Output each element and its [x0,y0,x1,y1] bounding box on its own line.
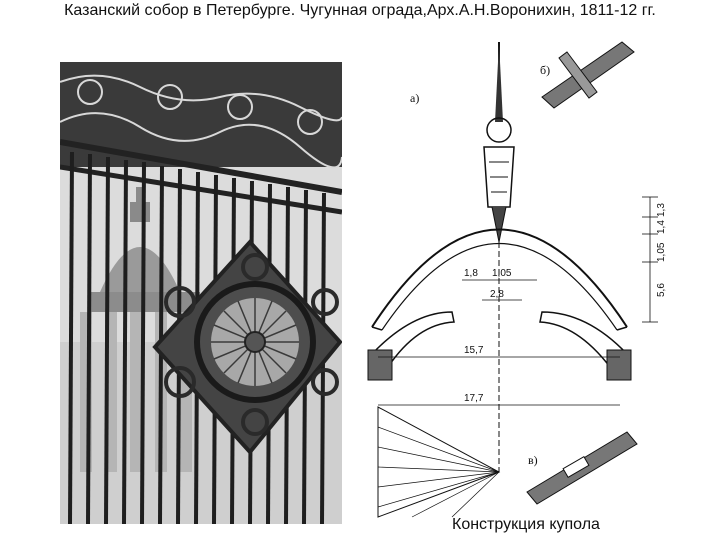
dim-1-05: 1,05 [492,268,512,279]
dome-construction-drawing: а) б) в) 1,8 1,05 2,8 15,7 17,7 1,3 1,4 … [352,22,720,532]
dim-2-8: 2,8 [490,289,504,300]
label-v: в) [528,453,538,467]
fence-photo-graphic [60,62,342,524]
label-a: а) [410,91,419,105]
drawing-caption: Конструкция купола [452,516,600,533]
slide-title: Казанский собор в Петербурге. Чугунная о… [64,2,656,19]
dim-17-7: 17,7 [464,393,484,404]
label-b: б) [540,63,550,77]
dim-1-05-vertical: 1,05 [656,242,667,262]
dome-drawing-graphic: а) б) в) 1,8 1,05 2,8 15,7 17,7 1,3 1,4 … [367,41,667,518]
dim-5-6: 5,6 [656,283,667,297]
dim-1-8: 1,8 [464,268,478,279]
dim-1-3: 1,3 [656,203,667,217]
dim-1-4: 1,4 [656,220,667,234]
fence-photo [60,62,342,524]
dim-15-7: 15,7 [464,345,484,356]
